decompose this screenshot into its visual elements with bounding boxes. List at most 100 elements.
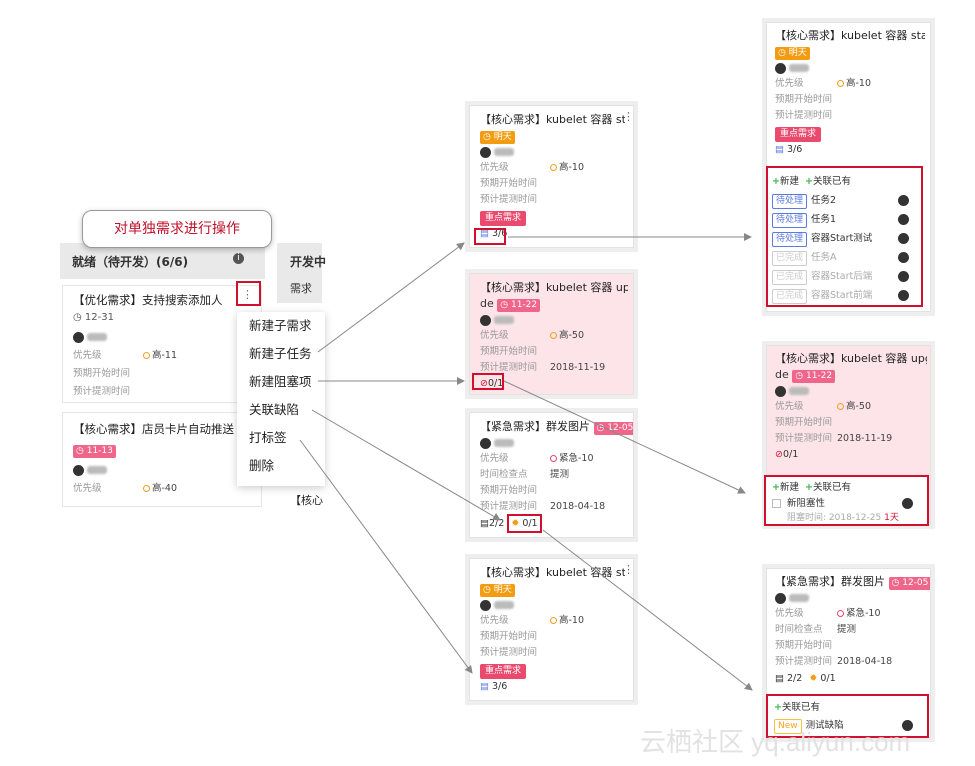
link-button[interactable]: +关联已有 [805,176,852,187]
menu-item-tag[interactable]: 打标签 [249,430,287,445]
link-button[interactable]: +关联已有 [774,702,820,713]
card-title: 【紧急需求】群发图片 ◷ 12-05 [775,574,930,590]
panel-blocker-list: +新建 +关联已有 新阻塞性 阻塞时间: 2018-12-25 1天 [764,475,929,526]
avatar [480,314,491,326]
menu-item-delete[interactable]: 删除 [249,458,275,473]
label-tag[interactable]: 重点需求 [480,211,527,226]
avatar [898,195,909,206]
subtask-count[interactable]: ▤2/2 [480,518,505,529]
label-tag[interactable]: 重点需求 [775,127,822,142]
block-count[interactable]: ⊘0/1 [480,378,504,389]
new-button[interactable]: +新建 [772,176,799,187]
avatar [775,62,786,74]
card-title: 【核心需求】店员卡片自动推送 [73,422,234,436]
assignee [480,312,623,328]
assignee [480,435,623,451]
estimate-row: 预计提测时间 [480,194,538,205]
new-button[interactable]: +新建 [772,482,799,493]
avatar [898,271,909,282]
assignee [775,60,922,76]
bug-count[interactable]: ✹ 0/1 [809,673,836,684]
priority-row: 优先级高-50 [775,401,872,412]
card-title: 【优化需求】支持搜索添加人 [73,293,223,307]
mid-card-3[interactable]: 【紧急需求】群发图片 ◷ 12-05 优先级紧急-10 时间检查点提测 预期开始… [469,412,634,538]
more-icon[interactable]: ⋮ [623,110,634,123]
bug-count[interactable]: ✹ 0/1 [511,518,538,529]
estimate-row: 预计提测时间 [480,647,538,658]
more-icon[interactable]: ⋮ [623,563,634,576]
checkbox[interactable] [772,499,781,508]
title-line-2: de ◷ 11-22 [775,367,922,383]
task-row[interactable]: 待处理容器Start测试 [772,229,917,248]
block-count[interactable]: ⊘0/1 [775,449,799,460]
avatar [898,233,909,244]
column-header-ready [60,243,265,279]
action-row: +新建 +关联已有 [772,480,921,496]
priority-icon [550,617,557,624]
column-header-dev [277,243,322,303]
due-tag: ◷ 明天 [775,44,922,60]
status-select[interactable]: New [774,719,802,734]
info-icon[interactable]: i [233,253,244,264]
due-date: ◷ 12-31 [73,312,114,323]
priority-row: 优先级高-40 [73,483,178,494]
more-icon[interactable]: ⋮ [242,288,253,301]
menu-item-link-bug[interactable]: 关联缺陷 [249,402,300,417]
start-row: 预期开始时间 [775,94,833,105]
priority-icon [837,80,844,87]
status-select[interactable]: 待处理 [772,194,808,209]
avatar [480,437,491,449]
task-row[interactable]: 已完成容器Start后端 [772,267,917,286]
priority-icon [837,403,844,410]
due-tag: ◷ 明天 [480,128,623,144]
task-row[interactable]: 已完成容器Start前端 [772,286,917,305]
priority-icon [837,610,844,617]
task-row[interactable]: 已完成任务A [772,248,917,267]
watermark: 云栖社区 yq.aliyun.com [640,727,911,757]
task-row[interactable]: 待处理任务2 [772,191,917,210]
status-select[interactable]: 待处理 [772,213,808,228]
subtask-count[interactable]: ▤ 3/6 [480,228,508,239]
counts-row: ▤ 2/2 ✹ 0/1 [775,670,922,688]
counts-row: ▤2/2 ✹ 0/1 [480,515,623,533]
subtask-count[interactable]: ▤ 3/6 [775,144,803,155]
board-card-2[interactable]: 【核心需求】店员卡片自动推送 ◷ 11-13 优先级高-40 [62,412,262,507]
menu-item-new-blocker[interactable]: 新建阻塞项 [249,374,312,389]
status-select[interactable]: 已完成 [772,289,808,304]
label-row: 重点需求 [480,661,623,679]
action-row: +新建 +关联已有 [772,172,917,191]
blocker-row[interactable]: 新阻塞性 [772,496,921,511]
status-select[interactable]: 待处理 [772,232,808,247]
status-select[interactable]: 已完成 [772,251,808,266]
board-card-3-fragment: 【核心 [290,494,323,507]
check-row: 时间检查点提测 [480,469,570,480]
subtask-count[interactable]: ▤ 3/6 [480,681,508,692]
board-card-1[interactable]: 【优化需求】支持搜索添加人 ◷ 12-31 优先级高-11 预期开始时间 预计提… [62,285,262,403]
assignee [480,144,623,160]
priority-icon [143,485,150,492]
start-row: 预期开始时间 [775,640,833,651]
task-row[interactable]: 待处理任务1 [772,210,917,229]
start-row: 预期开始时间 [775,417,833,428]
priority-icon [550,164,557,171]
link-button[interactable]: +关联已有 [805,482,852,493]
status-select[interactable]: 已完成 [772,270,808,285]
menu-item-new-subtask[interactable]: 新建子任务 [249,346,312,361]
label-tag[interactable]: 重点需求 [480,664,527,679]
avatar [898,252,909,263]
priority-row: 优先级紧急-10 [775,608,881,619]
priority-row: 优先级高-11 [73,350,178,361]
due-date: ◷ 11-13 [73,443,116,458]
subtask-count[interactable]: ▤ 2/2 [775,673,803,684]
card-title: 【核心需求】kubelet 容器 start [480,113,625,126]
mid-card-2[interactable]: 【核心需求】kubelet 容器 upgra de ◷ 11-22 优先级高-5… [469,273,634,395]
assignee [73,330,107,343]
menu-item-new-subreq[interactable]: 新建子需求 [249,318,312,333]
bug-icon: ✹ [809,673,818,684]
avatar [775,385,786,397]
